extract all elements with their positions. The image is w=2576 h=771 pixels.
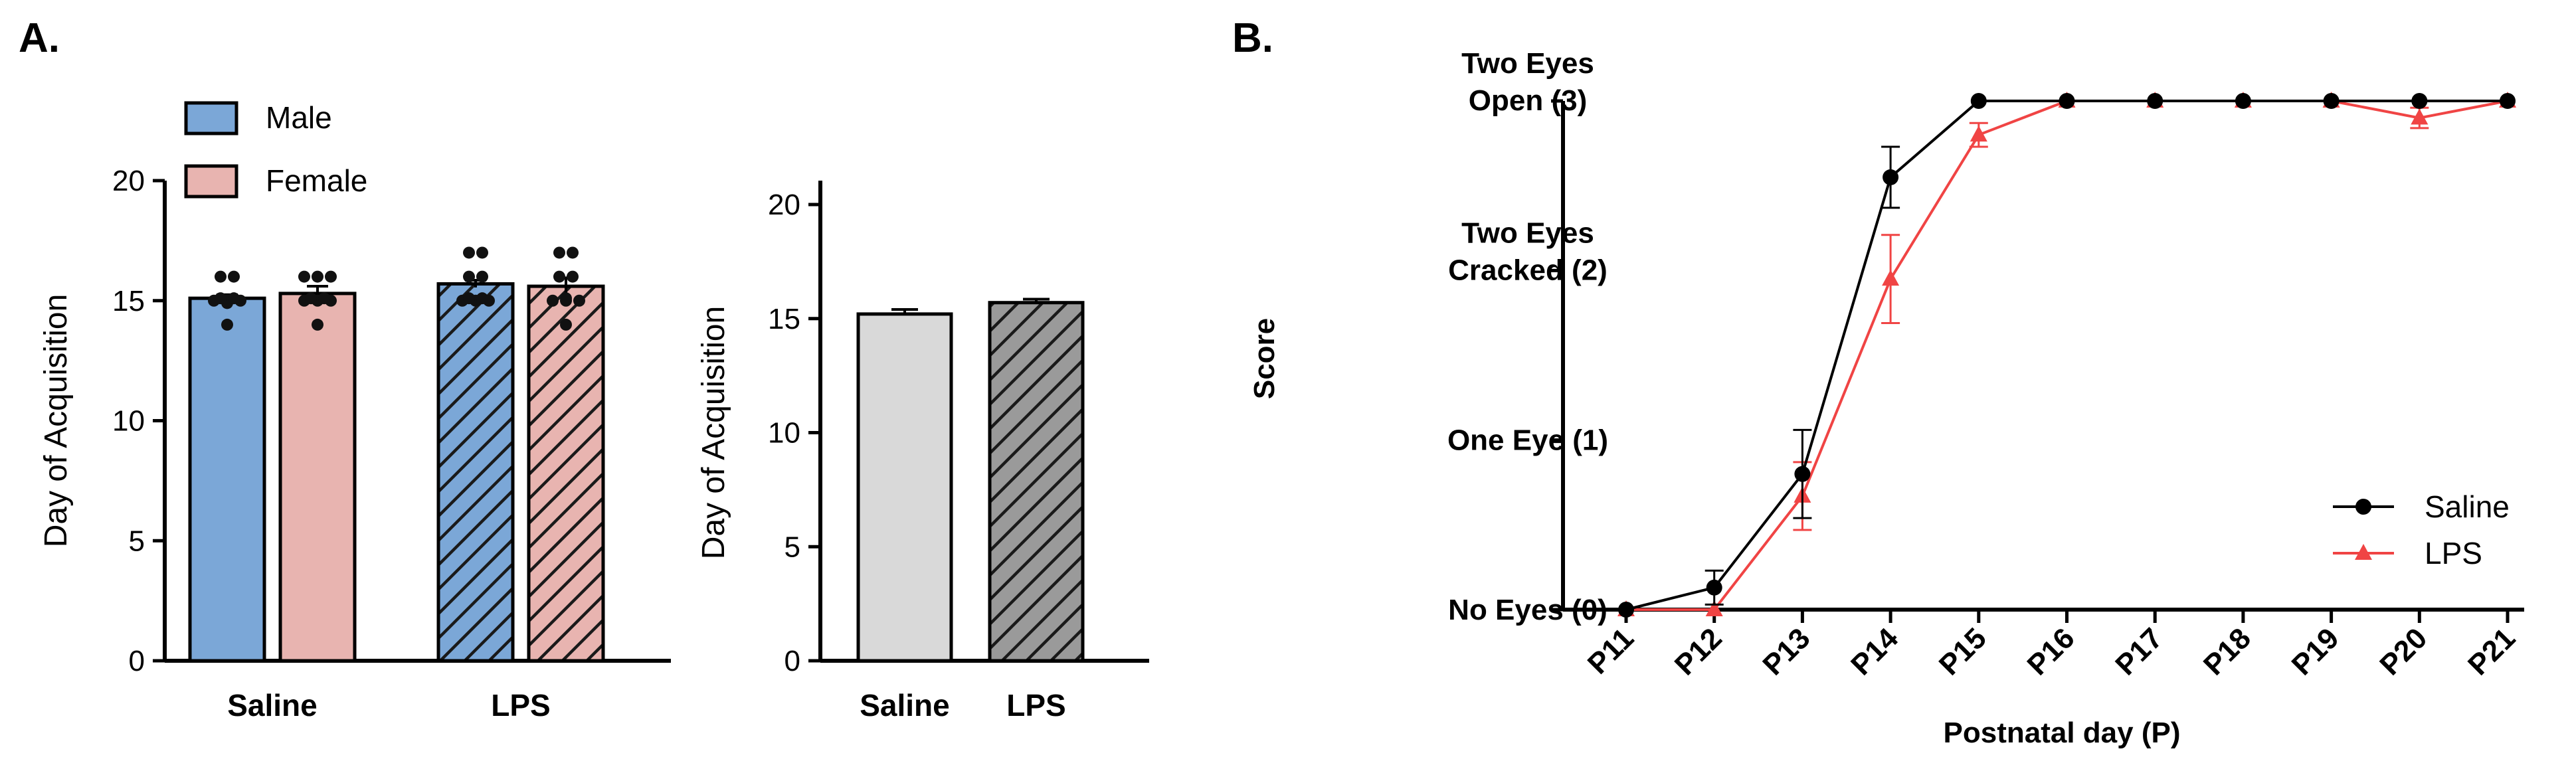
marker-saline [1970,93,1987,109]
data-point [228,292,240,305]
legend-label-lps: LPS [2425,536,2482,570]
series-line-lps [1626,100,2508,611]
data-point [463,270,475,283]
x-tick-label-p20: P20 [2373,622,2433,681]
legend-label-male: Male [266,100,332,135]
marker-lps [2411,108,2429,125]
y-axis-title: Score [1248,318,1281,399]
y-tick-label: 10 [112,405,145,438]
data-point [547,294,559,307]
data-point [553,246,565,259]
x-tick-label-p17: P17 [2109,622,2169,681]
bar-male-saline [188,296,266,663]
y-tick-label: 20 [112,165,145,197]
x-tick-label-p18: P18 [2197,622,2257,681]
bar-saline [856,312,953,663]
data-point [463,292,475,305]
y-tick-label: Cracked (2) [1448,254,1608,286]
y-tick-label: 0 [129,645,145,677]
y-tick-label: Two Eyes [1461,216,1594,249]
y-tick-label: One Eye (1) [1447,424,1608,457]
data-point [463,246,475,259]
marker-lps [1882,270,1900,286]
marker-lps [1970,126,1987,142]
x-axis-title: Postnatal day (P) [1944,717,2181,749]
marker-lps [1705,600,1723,616]
marker-saline [1706,579,1722,596]
data-point [312,270,323,283]
series-line-saline [1625,100,2508,611]
x-tick-label-lps: LPS [491,688,550,723]
y-tick-label: 10 [768,417,800,450]
y-tick-label: 5 [784,531,800,563]
data-point [476,270,488,283]
data-point [573,294,585,307]
x-tick-label-p12: P12 [1669,622,1728,681]
marker-saline [1794,466,1811,482]
panel-label-a: A. [19,15,60,61]
legend-label-female: Female [266,163,367,198]
y-tick-label: 5 [129,525,145,557]
data-point [215,292,227,305]
y-tick-label: 0 [784,645,800,677]
x-tick-label-saline: Saline [227,688,318,723]
data-point [553,270,565,283]
legend-marker-saline [2355,499,2371,515]
x-tick-label-p19: P19 [2286,622,2346,681]
marker-saline [2235,93,2251,109]
bar-lps [988,301,1085,663]
data-point [476,292,488,305]
y-tick-label: Two Eyes [1461,47,1594,80]
x-tick-label-saline: Saline [860,688,950,723]
x-tick-label-p16: P16 [2021,622,2081,681]
marker-saline [2059,93,2075,109]
y-tick-label: 15 [112,285,145,317]
marker-saline [2323,93,2340,109]
y-tick-label: 20 [768,189,800,221]
marker-saline [2147,93,2163,109]
y-tick-label: Open (3) [1469,84,1587,117]
legend-swatch-female [184,164,238,199]
data-point [318,292,330,305]
panel-label-b: B. [1232,15,1273,61]
data-point [560,292,572,305]
data-point [298,270,310,283]
bar-female-saline [278,292,357,663]
y-axis-title: Day of Acquisition [696,306,731,560]
marker-saline [2411,93,2428,109]
marker-saline [1618,602,1634,618]
y-tick-label: No Eyes (0) [1448,594,1608,626]
marker-saline [1883,169,1899,185]
y-axis-title: Day of Acquisition [39,294,74,548]
data-point [567,270,579,283]
data-point [560,318,572,331]
x-tick-label-p21: P21 [2462,622,2522,681]
legend-swatch-male [184,101,238,135]
x-tick-label-p14: P14 [1845,622,1904,681]
bar-male-lps [436,282,515,663]
x-tick-label-p15: P15 [1933,622,1993,681]
data-point [325,270,337,283]
marker-saline [2500,93,2516,109]
legend-label-saline: Saline [2425,489,2510,524]
x-tick-label-lps: LPS [1006,688,1065,723]
bar-female-lps [527,284,605,663]
data-point [305,292,317,305]
data-point [228,270,240,283]
data-point [215,270,227,283]
x-tick-label-p11: P11 [1582,622,1640,680]
legend-marker-lps [2355,544,2372,560]
data-point [567,246,579,259]
data-point [476,246,488,259]
x-tick-label-p13: P13 [1756,622,1816,681]
y-tick-label: 15 [768,303,800,335]
data-point [221,318,233,331]
data-point [312,318,323,331]
